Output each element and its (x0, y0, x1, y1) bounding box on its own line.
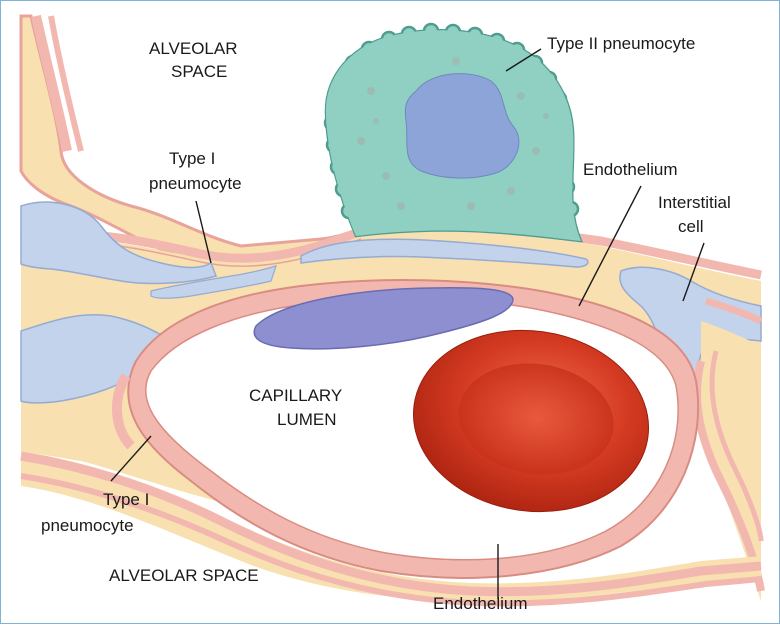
label-capillary-lumen-2: LUMEN (277, 410, 337, 429)
label-type1-top-2: pneumocyte (149, 174, 242, 193)
label-interstitial-2: cell (678, 217, 704, 236)
label-endothelium-bottom: Endothelium (433, 594, 528, 613)
label-capillary-lumen-1: CAPILLARY (249, 386, 342, 405)
label-endothelium-top: Endothelium (583, 160, 678, 179)
label-type1-bottom-2: pneumocyte (41, 516, 134, 535)
label-alveolar-space-top-2: SPACE (171, 62, 227, 81)
label-type2-pneumocyte: Type II pneumocyte (547, 34, 695, 53)
label-alveolar-space-bottom: ALVEOLAR SPACE (109, 566, 259, 585)
label-type1-top-1: Type I (169, 149, 215, 168)
label-interstitial-1: Interstitial (658, 193, 731, 212)
label-alveolar-space-top-1: ALVEOLAR (149, 39, 238, 58)
label-type1-bottom-1: Type I (103, 490, 149, 509)
